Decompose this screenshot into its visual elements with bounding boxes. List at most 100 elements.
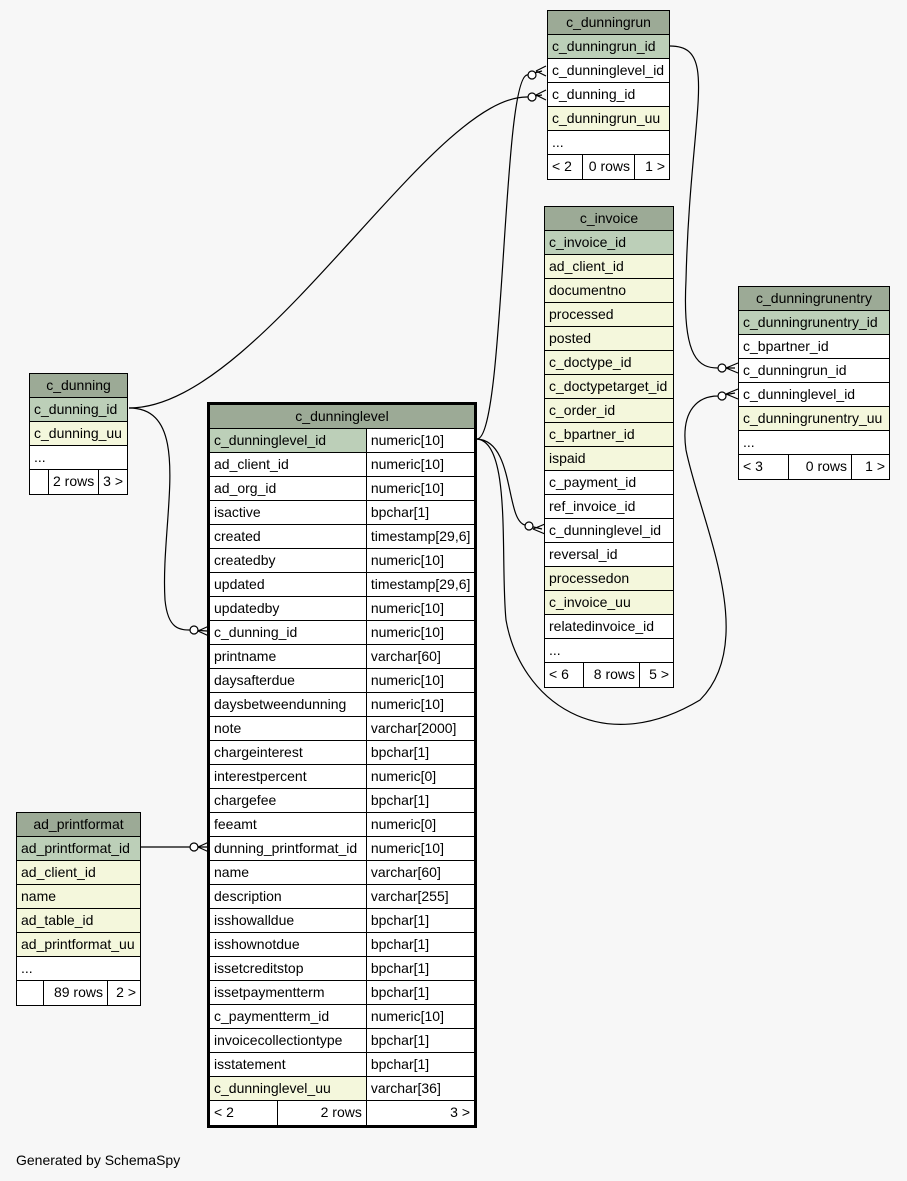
column-row[interactable]: ispaid	[545, 447, 673, 471]
crowfoot-marker	[535, 65, 547, 77]
column-row[interactable]: c_dunning_id	[30, 398, 127, 422]
column-row[interactable]: reversal_id	[545, 543, 673, 567]
more-columns-row[interactable]: ...	[739, 431, 889, 455]
column-row[interactable]: ad_client_id	[17, 861, 140, 885]
column-row[interactable]: c_doctype_id	[545, 351, 673, 375]
column-type: numeric[10]	[365, 669, 474, 692]
column-row[interactable]: ref_invoice_id	[545, 495, 673, 519]
column-row[interactable]: ad_printformat_id	[17, 837, 140, 861]
table-header[interactable]: ad_printformat	[17, 813, 140, 837]
table-header[interactable]: c_dunningrunentry	[739, 287, 889, 311]
parents-link[interactable]: < 2	[214, 1104, 234, 1120]
column-row[interactable]: c_dunningrunentry_id	[739, 311, 889, 335]
column-row[interactable]: c_payment_id	[545, 471, 673, 495]
column-row[interactable]: name	[17, 885, 140, 909]
column-type: numeric[10]	[365, 429, 474, 452]
column-row[interactable]: ad_client_id	[545, 255, 673, 279]
table-header[interactable]: c_dunningrun	[548, 11, 669, 35]
column-row[interactable]: c_dunningrun_uu	[548, 107, 669, 131]
column-name: c_dunning_id	[34, 401, 118, 417]
column-row[interactable]: c_dunningrunentry_uu	[739, 407, 889, 431]
more-columns-row[interactable]: ...	[30, 446, 127, 470]
column-row[interactable]: c_bpartner_id	[739, 335, 889, 359]
column-name: c_doctypetarget_id	[549, 378, 668, 394]
column-name: createdby	[214, 552, 276, 568]
children-link[interactable]: 3 >	[98, 470, 127, 494]
column-name: isshowalldue	[214, 912, 295, 928]
column-row[interactable]: processed	[545, 303, 673, 327]
children-link[interactable]: 3 >	[365, 1101, 474, 1125]
more-columns-row[interactable]: ...	[17, 957, 140, 981]
column-row[interactable]: c_bpartner_id	[545, 423, 673, 447]
column-name: description	[214, 888, 282, 904]
children-link[interactable]: 1 >	[634, 155, 669, 179]
parents-link[interactable]: < 2	[552, 158, 572, 174]
column-row[interactable]: c_dunningrun_id	[548, 35, 669, 59]
column-row[interactable]: c_dunninglevel_id	[548, 59, 669, 83]
children-link[interactable]: 1 >	[851, 455, 889, 479]
column-row[interactable]: c_dunningrun_id	[739, 359, 889, 383]
parents-link[interactable]: < 6	[549, 666, 569, 682]
table-header[interactable]: c_invoice	[545, 207, 673, 231]
children-link[interactable]: 5 >	[639, 663, 673, 687]
column-row[interactable]: c_dunning_uu	[30, 422, 127, 446]
table-header[interactable]: c_dunninglevel	[210, 405, 474, 429]
column-row[interactable]: c_dunninglevel_id	[739, 383, 889, 407]
column-row[interactable]: c_dunninglevel_id	[545, 519, 673, 543]
column-row[interactable]: ad_table_id	[17, 909, 140, 933]
column-row[interactable]: documentno	[545, 279, 673, 303]
column-name: interestpercent	[214, 768, 307, 784]
parents-link[interactable]: < 3	[743, 458, 763, 474]
more-columns-row[interactable]: ...	[545, 639, 673, 663]
column-row[interactable]: c_invoice_uu	[545, 591, 673, 615]
column-row[interactable]: ad_printformat_uu	[17, 933, 140, 957]
column-row[interactable]: c_dunning_id	[548, 83, 669, 107]
column-row[interactable]: c_order_id	[545, 399, 673, 423]
column-row[interactable]: processedon	[545, 567, 673, 591]
parents-link[interactable]	[17, 981, 43, 1005]
column-row[interactable]: relatedinvoice_id	[545, 615, 673, 639]
column-row[interactable]: c_doctypetarget_id	[545, 375, 673, 399]
children-link[interactable]: 2 >	[107, 981, 140, 1005]
parents-link[interactable]	[30, 470, 48, 494]
column-name: updatedby	[214, 600, 280, 616]
table-header[interactable]: c_dunning	[30, 374, 127, 398]
column-row[interactable]: posted	[545, 327, 673, 351]
more-columns-row[interactable]: ...	[548, 131, 669, 155]
column-row[interactable]: c_invoice_id	[545, 231, 673, 255]
